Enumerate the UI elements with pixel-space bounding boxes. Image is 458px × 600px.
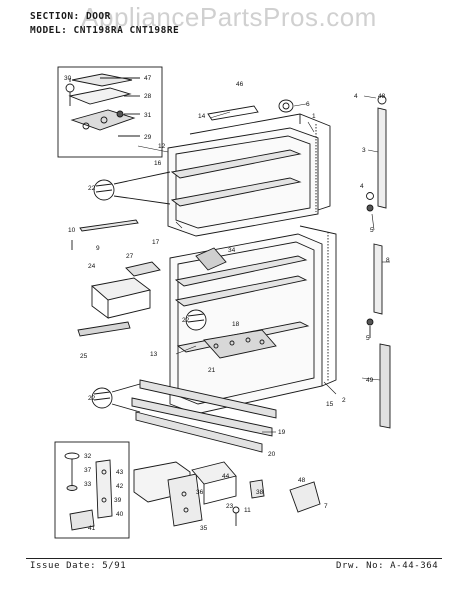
callout-5b: 5 [366,335,370,342]
callout-44: 44 [222,473,230,480]
callout-17: 17 [152,239,160,246]
callout-labels: 30 47 28 31 29 46 6 14 1 4 48 12 16 3 22… [64,75,390,532]
callout-38: 38 [256,489,264,496]
callout-19: 19 [278,429,286,436]
callout-7: 7 [324,503,328,510]
callout-11: 11 [244,507,251,514]
detail-circles [91,171,207,413]
callout-30: 30 [64,75,72,82]
callout-21: 21 [208,367,216,374]
callout-41: 41 [88,525,96,532]
callout-49: 49 [366,377,374,384]
callout-1: 1 [312,113,316,120]
callout-14: 14 [198,113,206,120]
callout-33: 33 [84,481,92,488]
callout-29: 29 [144,134,152,141]
callout-48-bottom: 48 [298,477,306,484]
section-title: SECTION: DOOR [30,11,111,22]
callout-43: 43 [116,469,124,476]
issue-date: Issue Date: 5/91 [30,561,127,571]
butter-compartment [91,261,161,319]
callout-3: 3 [362,147,366,154]
callout-36: 36 [196,489,204,496]
callout-4b: 4 [360,183,364,190]
callout-48-top: 48 [378,93,386,100]
callout-13: 13 [150,351,158,358]
bottom-trim-strips [131,379,277,453]
model-title: MODEL: CNT198RA CNT198RE [30,25,180,36]
callout-4: 4 [354,93,358,100]
callout-18: 18 [232,321,240,328]
callout-22b: 22 [182,317,190,324]
freezer-door [167,99,331,237]
footer-rule [26,558,442,559]
lower-hinge-brackets [133,461,321,527]
callout-23: 23 [226,503,234,510]
leader-lines [137,95,390,433]
right-side-parts [366,95,391,429]
callout-15: 15 [326,401,334,408]
callout-31: 31 [144,112,152,119]
callout-46: 46 [236,81,244,88]
callout-34: 34 [228,247,236,254]
callout-42: 42 [116,483,124,490]
callout-20: 20 [268,451,276,458]
callout-10: 10 [68,227,76,234]
callout-12: 12 [158,143,166,150]
callout-9: 9 [96,245,100,252]
callout-35: 35 [200,525,208,532]
fresh-food-door [169,225,337,415]
callout-28: 28 [144,93,152,100]
breaker-strips [71,219,139,337]
callout-6: 6 [306,101,310,108]
callout-27: 27 [126,253,134,260]
drawing-number: Drw. No: A-44-364 [336,561,439,571]
callout-25: 25 [80,353,88,360]
callout-37: 37 [84,467,92,474]
callout-8: 8 [386,257,390,264]
callout-32: 32 [84,453,92,460]
callout-22c: 22 [88,395,96,402]
callout-40: 40 [116,511,124,518]
callout-22a: 22 [88,185,96,192]
inset-hinge-cover [57,66,163,158]
callout-39: 39 [114,497,122,504]
callout-2: 2 [342,397,346,404]
callout-16: 16 [154,160,162,167]
inset-hinge-parts [54,441,130,539]
callout-24: 24 [88,263,96,270]
callout-5: 5 [370,227,374,234]
callout-47: 47 [144,75,152,82]
